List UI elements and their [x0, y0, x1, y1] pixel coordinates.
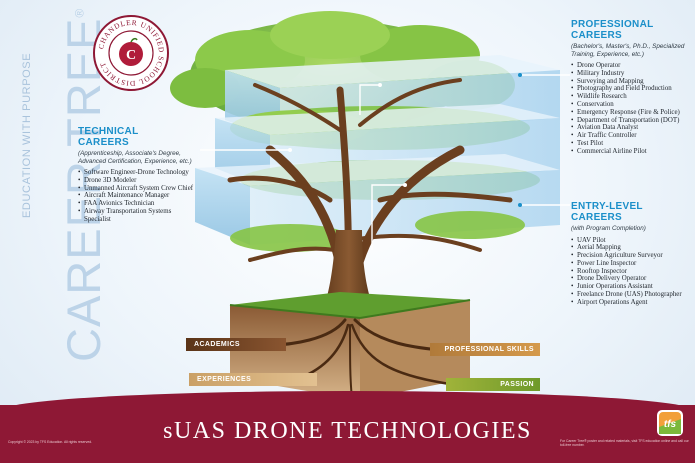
career-item: Software Engineer-Drone Technology	[78, 169, 198, 177]
footer-title: sUAS DRONE TECHNOLOGIES	[163, 418, 532, 444]
professional-subtitle: (Bachelor's, Master's, Ph.D., Specialize…	[571, 43, 685, 58]
professional-title-1: PROFESSIONAL	[571, 19, 654, 30]
entry-subtitle: (with Program Completion)	[571, 225, 646, 232]
career-item: FAA Avionics Technician	[78, 200, 198, 208]
entry-careers-panel: ENTRY-LEVEL CAREERS (with Program Comple…	[571, 201, 689, 307]
career-item: Military Industry	[571, 70, 693, 78]
root-label-professional-skills: PROFESSIONAL SKILLS	[430, 343, 540, 356]
career-item: Aviation Data Analyst	[571, 124, 693, 132]
career-item: Emergency Response (Fire & Police)	[571, 109, 693, 117]
career-item: Test Pilot	[571, 140, 693, 148]
apple-icon	[119, 42, 143, 66]
footer-fine-print-left: Copyright © 2023 by TFS Education. All r…	[8, 440, 93, 444]
career-item: Unmanned Aircraft System Crew Chief	[78, 185, 198, 193]
career-item: Airway Transportation Systems Specialist	[78, 208, 198, 224]
career-item: Conservation	[571, 101, 693, 109]
tagline: EDUCATION WITH PURPOSE	[21, 52, 33, 218]
career-item: UAV Pilot	[571, 237, 689, 245]
tfs-logo-text: tfs	[664, 419, 677, 430]
career-item: Freelance Drone (UAS) Photographer	[571, 291, 689, 299]
footer-fine-print-right: For Career Tree® poster and related mate…	[560, 439, 689, 448]
root-label-academics: ACADEMICS	[186, 338, 286, 351]
technical-list: Software Engineer-Drone TechnologyDrone …	[78, 169, 198, 224]
connector-lines	[200, 74, 570, 250]
professional-list: Drone OperatorMilitary IndustrySurveying…	[571, 62, 693, 156]
professional-careers-panel: PROFESSIONAL CAREERS (Bachelor's, Master…	[571, 19, 693, 156]
career-item: Power Line Inspector	[571, 260, 689, 268]
career-item: Commercial Airline Pilot	[571, 148, 693, 156]
technical-careers-panel: TECHNICAL CAREERS (Apprenticeship, Assoc…	[78, 126, 198, 224]
career-item: Drone Delivery Operator	[571, 275, 689, 283]
technical-subtitle: (Apprenticeship, Associate's Degree, Adv…	[78, 150, 192, 165]
root-label-passion: PASSION	[446, 378, 540, 391]
career-item: Department of Transportation (DOT)	[571, 117, 693, 125]
root-label-experiences: EXPERIENCES	[189, 373, 317, 386]
tfs-logo: tfs	[657, 410, 683, 436]
footer-band	[0, 391, 695, 463]
career-item: Wildlife Research	[571, 93, 693, 101]
apple-stem-icon	[130, 37, 138, 43]
career-item: Junior Operations Assistant	[571, 283, 689, 291]
career-item: Surveying and Mapping	[571, 78, 693, 86]
career-item: Airport Operations Agent	[571, 299, 689, 307]
career-item: Precision Agriculture Surveyor	[571, 252, 689, 260]
entry-title-1: ENTRY-LEVEL	[571, 201, 643, 212]
entry-list: UAV PilotAerial MappingPrecision Agricul…	[571, 237, 689, 307]
seal-letter: C	[126, 48, 136, 63]
career-item: Air Traffic Controller	[571, 132, 693, 140]
career-item: Drone Operator	[571, 62, 693, 70]
professional-title-2: CAREERS	[571, 30, 622, 41]
technical-title-1: TECHNICAL	[78, 126, 139, 137]
side-title: CAREER TREE® EDUCATION WITH PURPOSE	[0, 0, 110, 400]
career-item: Drone 3D Modeler	[78, 177, 198, 185]
technical-title-2: CAREERS	[78, 137, 129, 148]
career-item: Photography and Field Production	[571, 85, 693, 93]
career-item: Aircraft Maintenance Manager	[78, 192, 198, 200]
career-item: Rooftop Inspector	[571, 268, 689, 276]
career-item: Aerial Mapping	[571, 244, 689, 252]
entry-title-2: CAREERS	[571, 212, 622, 223]
district-seal: CHANDLER UNIFIED SCHOOL DISTRICT C	[93, 15, 169, 91]
